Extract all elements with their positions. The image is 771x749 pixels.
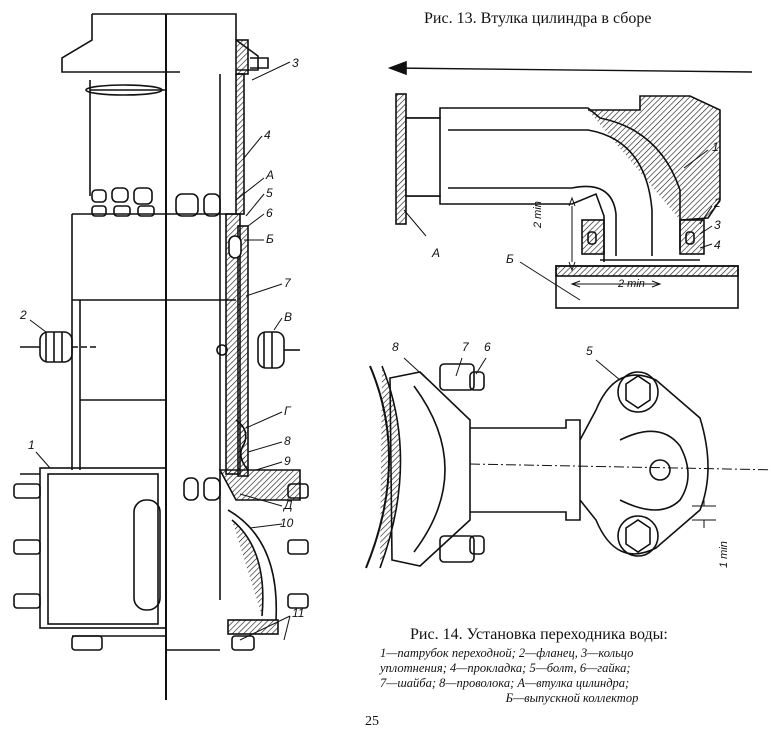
fig14-label-b: Б: [506, 252, 514, 266]
fig14-label-a: А: [432, 246, 441, 260]
fig14-top-assembly: [387, 60, 753, 309]
fig13-label-10: 10: [280, 516, 294, 530]
legend-line-1: 1—патрубок переходной; 2—фланец, 3—кольц…: [380, 646, 634, 660]
fig13-label-1: 1: [28, 438, 35, 452]
fitting-v: [216, 331, 300, 369]
fig13-label-g: Г: [284, 404, 291, 418]
fig13-cylinder-liner: [13, 13, 309, 700]
page-number: 25: [365, 714, 379, 729]
fig14-label-6: 6: [484, 340, 491, 354]
fig13-label-4: 4: [264, 128, 271, 142]
fig14-label-2: 2: [714, 196, 721, 210]
fig13-label-5: 5: [266, 186, 273, 200]
ports-band: [91, 187, 221, 217]
legend-line-2: уплотнения; 4—прокладка; 5—болт, 6—гайка…: [380, 661, 631, 675]
fig14-bottom-assembly: [365, 357, 771, 569]
fig13-label-8: 8: [284, 434, 291, 448]
fig14-label-4: 4: [714, 238, 721, 252]
fitting-2: [20, 331, 98, 363]
fig13-label-v: В: [284, 310, 293, 324]
fig13-label-7: 7: [284, 276, 291, 290]
fig14-dim-bottom-vertical: 1 min: [718, 541, 730, 568]
fig14-dim-horizontal: 2 min: [618, 278, 645, 290]
flow-arrow-icon: [387, 60, 753, 76]
fig14-label-8: 8: [392, 340, 399, 354]
fig13-label-a: А: [266, 168, 275, 182]
fig14-legend: 1—патрубок переходной; 2—фланец, 3—кольц…: [380, 646, 764, 706]
fig13-label-2: 2: [20, 308, 27, 322]
fig13-label-6: 6: [266, 206, 273, 220]
fig13-caption: Рис. 13. Втулка цилиндра в сборе: [424, 10, 652, 27]
fig14-label-1: 1: [712, 140, 719, 154]
fig13-label-11: 11: [292, 606, 305, 620]
fig13-label-3: 3: [292, 56, 299, 70]
fig14-dim-vertical: 2 min: [532, 201, 544, 228]
legend-line-3: 7—шайба; 8—проволока; А—втулка цилиндра;: [380, 676, 630, 690]
fig14-label-3: 3: [714, 218, 721, 232]
fig14-label-7: 7: [462, 340, 469, 354]
legend-line-4: Б—выпускной коллектор: [505, 691, 639, 705]
fig14-label-5: 5: [586, 344, 593, 358]
lower-housing-1: [13, 467, 309, 651]
fig13-label-b: Б: [266, 232, 274, 246]
fig14-caption: Рис. 14. Установка переходника воды:: [410, 626, 668, 643]
fig13-label-9: 9: [284, 454, 291, 468]
fig13-label-d: Д: [284, 498, 293, 512]
